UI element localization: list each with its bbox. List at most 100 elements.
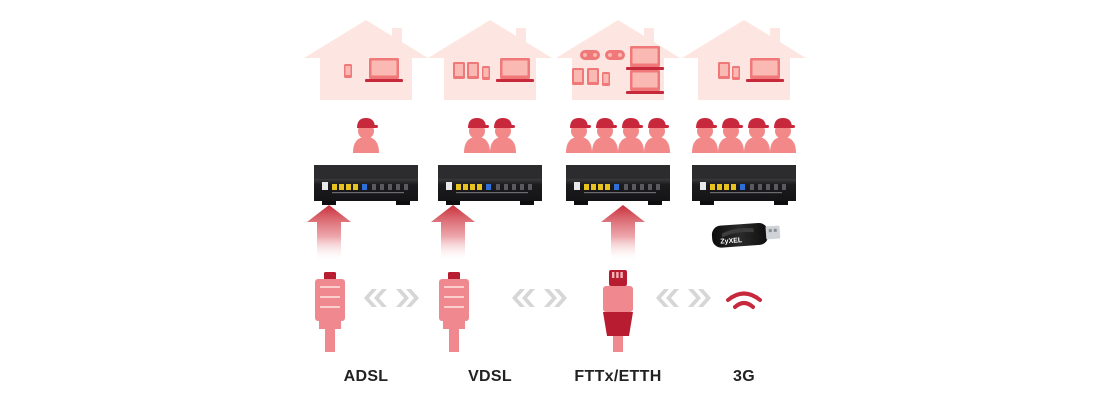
house-icon-3g — [682, 20, 806, 100]
router-icon-vdsl-aux-port-4 — [528, 184, 532, 190]
person-icon-3g-0 — [692, 118, 718, 153]
arrow-vdsl — [431, 205, 475, 262]
router-icon-fttx-phone-port — [574, 182, 580, 190]
laptop-icon-3g-2-screen — [752, 60, 778, 76]
ethernet-plug-icon-vdsl-line-1 — [444, 286, 464, 288]
router-icon-adsl-foot-left — [322, 201, 336, 205]
laptop-icon-fttx-2-base — [626, 67, 664, 70]
fiber-plug-icon-fttx-pin-0 — [612, 272, 615, 278]
gamepad-icon-fttx-0 — [580, 50, 600, 60]
house-icon-vdsl — [428, 20, 552, 100]
person-icon-vdsl-0-body — [464, 137, 490, 153]
router-icon-fttx-aux-port-0 — [624, 184, 628, 190]
router-icon-fttx — [566, 165, 670, 205]
double-chevron-icon-2-right-0 — [688, 289, 701, 307]
router-icon-3g-phone-port — [700, 182, 706, 190]
label-vdsl: VDSL — [468, 368, 512, 385]
router-icon-3g-aux-port-4 — [782, 184, 786, 190]
person-icon-vdsl-0 — [464, 118, 490, 153]
wifi-signal-icon-3g-arc-inner — [733, 301, 755, 309]
person-icon-3g-1-cap-brim — [735, 125, 743, 128]
usb-dongle-icon-3g-connector-hole-2 — [773, 228, 777, 232]
double-chevron-icon-0-right-1 — [406, 289, 419, 307]
router-icon-fttx-aux-port-2 — [640, 184, 644, 190]
fiber-plug-icon-fttx-wire — [613, 336, 623, 352]
router-icon-3g — [692, 165, 796, 205]
double-chevron-icon-1-left-1 — [522, 289, 535, 307]
ethernet-plug-icon-adsl-line-2 — [320, 296, 340, 298]
double-chevron-icon-0-left-0 — [364, 289, 377, 307]
router-icon-adsl-aux-port-4 — [404, 184, 408, 190]
person-icon-3g-2 — [744, 118, 770, 153]
router-icon-fttx-aux-port-4 — [656, 184, 660, 190]
router-icon-3g-foot-right — [774, 201, 788, 205]
fiber-plug-icon-fttx-pin-1 — [616, 272, 619, 278]
fiber-plug-icon-fttx-pin-2 — [620, 272, 623, 278]
wifi-signal-icon-3g-arc-outer — [726, 291, 762, 302]
router-icon-adsl — [314, 165, 418, 205]
laptop-icon-adsl-1-screen — [371, 60, 397, 76]
router-icon-vdsl-aux-port-2 — [512, 184, 516, 190]
double-chevron-icon-1-right-1 — [554, 289, 567, 307]
ethernet-plug-icon-vdsl-head — [439, 279, 469, 321]
router-icon-3g-lan-port-3 — [731, 184, 736, 190]
laptop-icon-vdsl-3-screen — [502, 60, 528, 76]
tablet-icon-3g-0-screen — [720, 64, 728, 76]
ethernet-plug-icon-vdsl-wire — [449, 329, 459, 352]
router-icon-vdsl-aux-port-3 — [520, 184, 524, 190]
person-icon-3g-3-body — [770, 137, 796, 153]
ethernet-plug-icon-adsl-line-3 — [320, 306, 340, 308]
person-icon-3g-0-cap-brim — [709, 125, 717, 128]
label-3g: 3G — [733, 368, 755, 385]
fiber-plug-icon-fttx-boot — [603, 312, 633, 336]
router-icon-fttx-port-labels — [584, 192, 656, 194]
router-icon-adsl-lan-port-2 — [346, 184, 351, 190]
column-3g: ZyXEL — [682, 20, 806, 309]
person-icon-3g-3-cap-brim — [787, 125, 795, 128]
gamepad-icon-fttx-1-dpad — [608, 53, 612, 57]
phone-icon-adsl-0-screen — [345, 66, 351, 75]
router-icon-vdsl-aux-port-0 — [496, 184, 500, 190]
laptop-icon-3g-2-base — [746, 79, 784, 82]
router-icon-adsl-aux-port-1 — [380, 184, 384, 190]
router-icon-fttx-lan-port-2 — [598, 184, 603, 190]
router-icon-adsl-port-labels — [332, 192, 404, 194]
double-chevron-icon-2-right-1 — [698, 289, 711, 307]
person-icon-fttx-3-cap-brim — [661, 125, 669, 128]
tablet-icon-vdsl-0-screen — [455, 64, 463, 76]
person-icon-fttx-0-cap-brim — [583, 125, 591, 128]
person-icon-vdsl-0-cap-brim — [481, 125, 489, 128]
usb-dongle-icon-3g-body — [711, 222, 769, 248]
router-icon-fttx-lan-port-3 — [605, 184, 610, 190]
person-icon-fttx-0-body — [566, 137, 592, 153]
double-chevron-icon-1-right-0 — [544, 289, 557, 307]
phone-icon-3g-1-screen — [733, 68, 739, 77]
double-chevron-icon-0 — [364, 289, 419, 307]
person-icon-fttx-2 — [618, 118, 644, 153]
house-chimney-3g — [770, 28, 780, 50]
router-icon-3g-lan-port-1 — [717, 184, 722, 190]
column-fttx — [556, 20, 680, 352]
column-adsl — [304, 20, 428, 352]
ethernet-plug-icon-vdsl-line-2 — [444, 296, 464, 298]
person-icon-adsl-0-body — [353, 137, 379, 153]
router-icon-fttx-top — [566, 165, 670, 179]
router-icon-fttx-lan-port-1 — [591, 184, 596, 190]
person-icon-vdsl-1-cap-brim — [507, 125, 515, 128]
router-icon-vdsl-wan-port — [486, 184, 491, 190]
gamepad-icon-fttx-1-button — [618, 53, 622, 57]
router-icon-fttx-lan-port-0 — [584, 184, 589, 190]
router-icon-adsl-wan-port — [362, 184, 367, 190]
column-vdsl — [428, 20, 552, 352]
arrow-adsl — [307, 205, 351, 262]
router-icon-fttx-foot-left — [574, 201, 588, 205]
house-chimney-adsl — [392, 28, 402, 50]
column-layer: ZyXEL — [304, 20, 806, 352]
person-icon-fttx-2-cap-brim — [635, 125, 643, 128]
person-icon-3g-2-cap-brim — [761, 125, 769, 128]
person-icon-3g-3 — [770, 118, 796, 153]
tablet-icon-vdsl-1-screen — [469, 64, 477, 76]
router-icon-3g-foot-left — [700, 201, 714, 205]
router-icon-3g-port-labels — [710, 192, 782, 194]
laptop-icon-fttx-6-screen — [632, 72, 658, 88]
